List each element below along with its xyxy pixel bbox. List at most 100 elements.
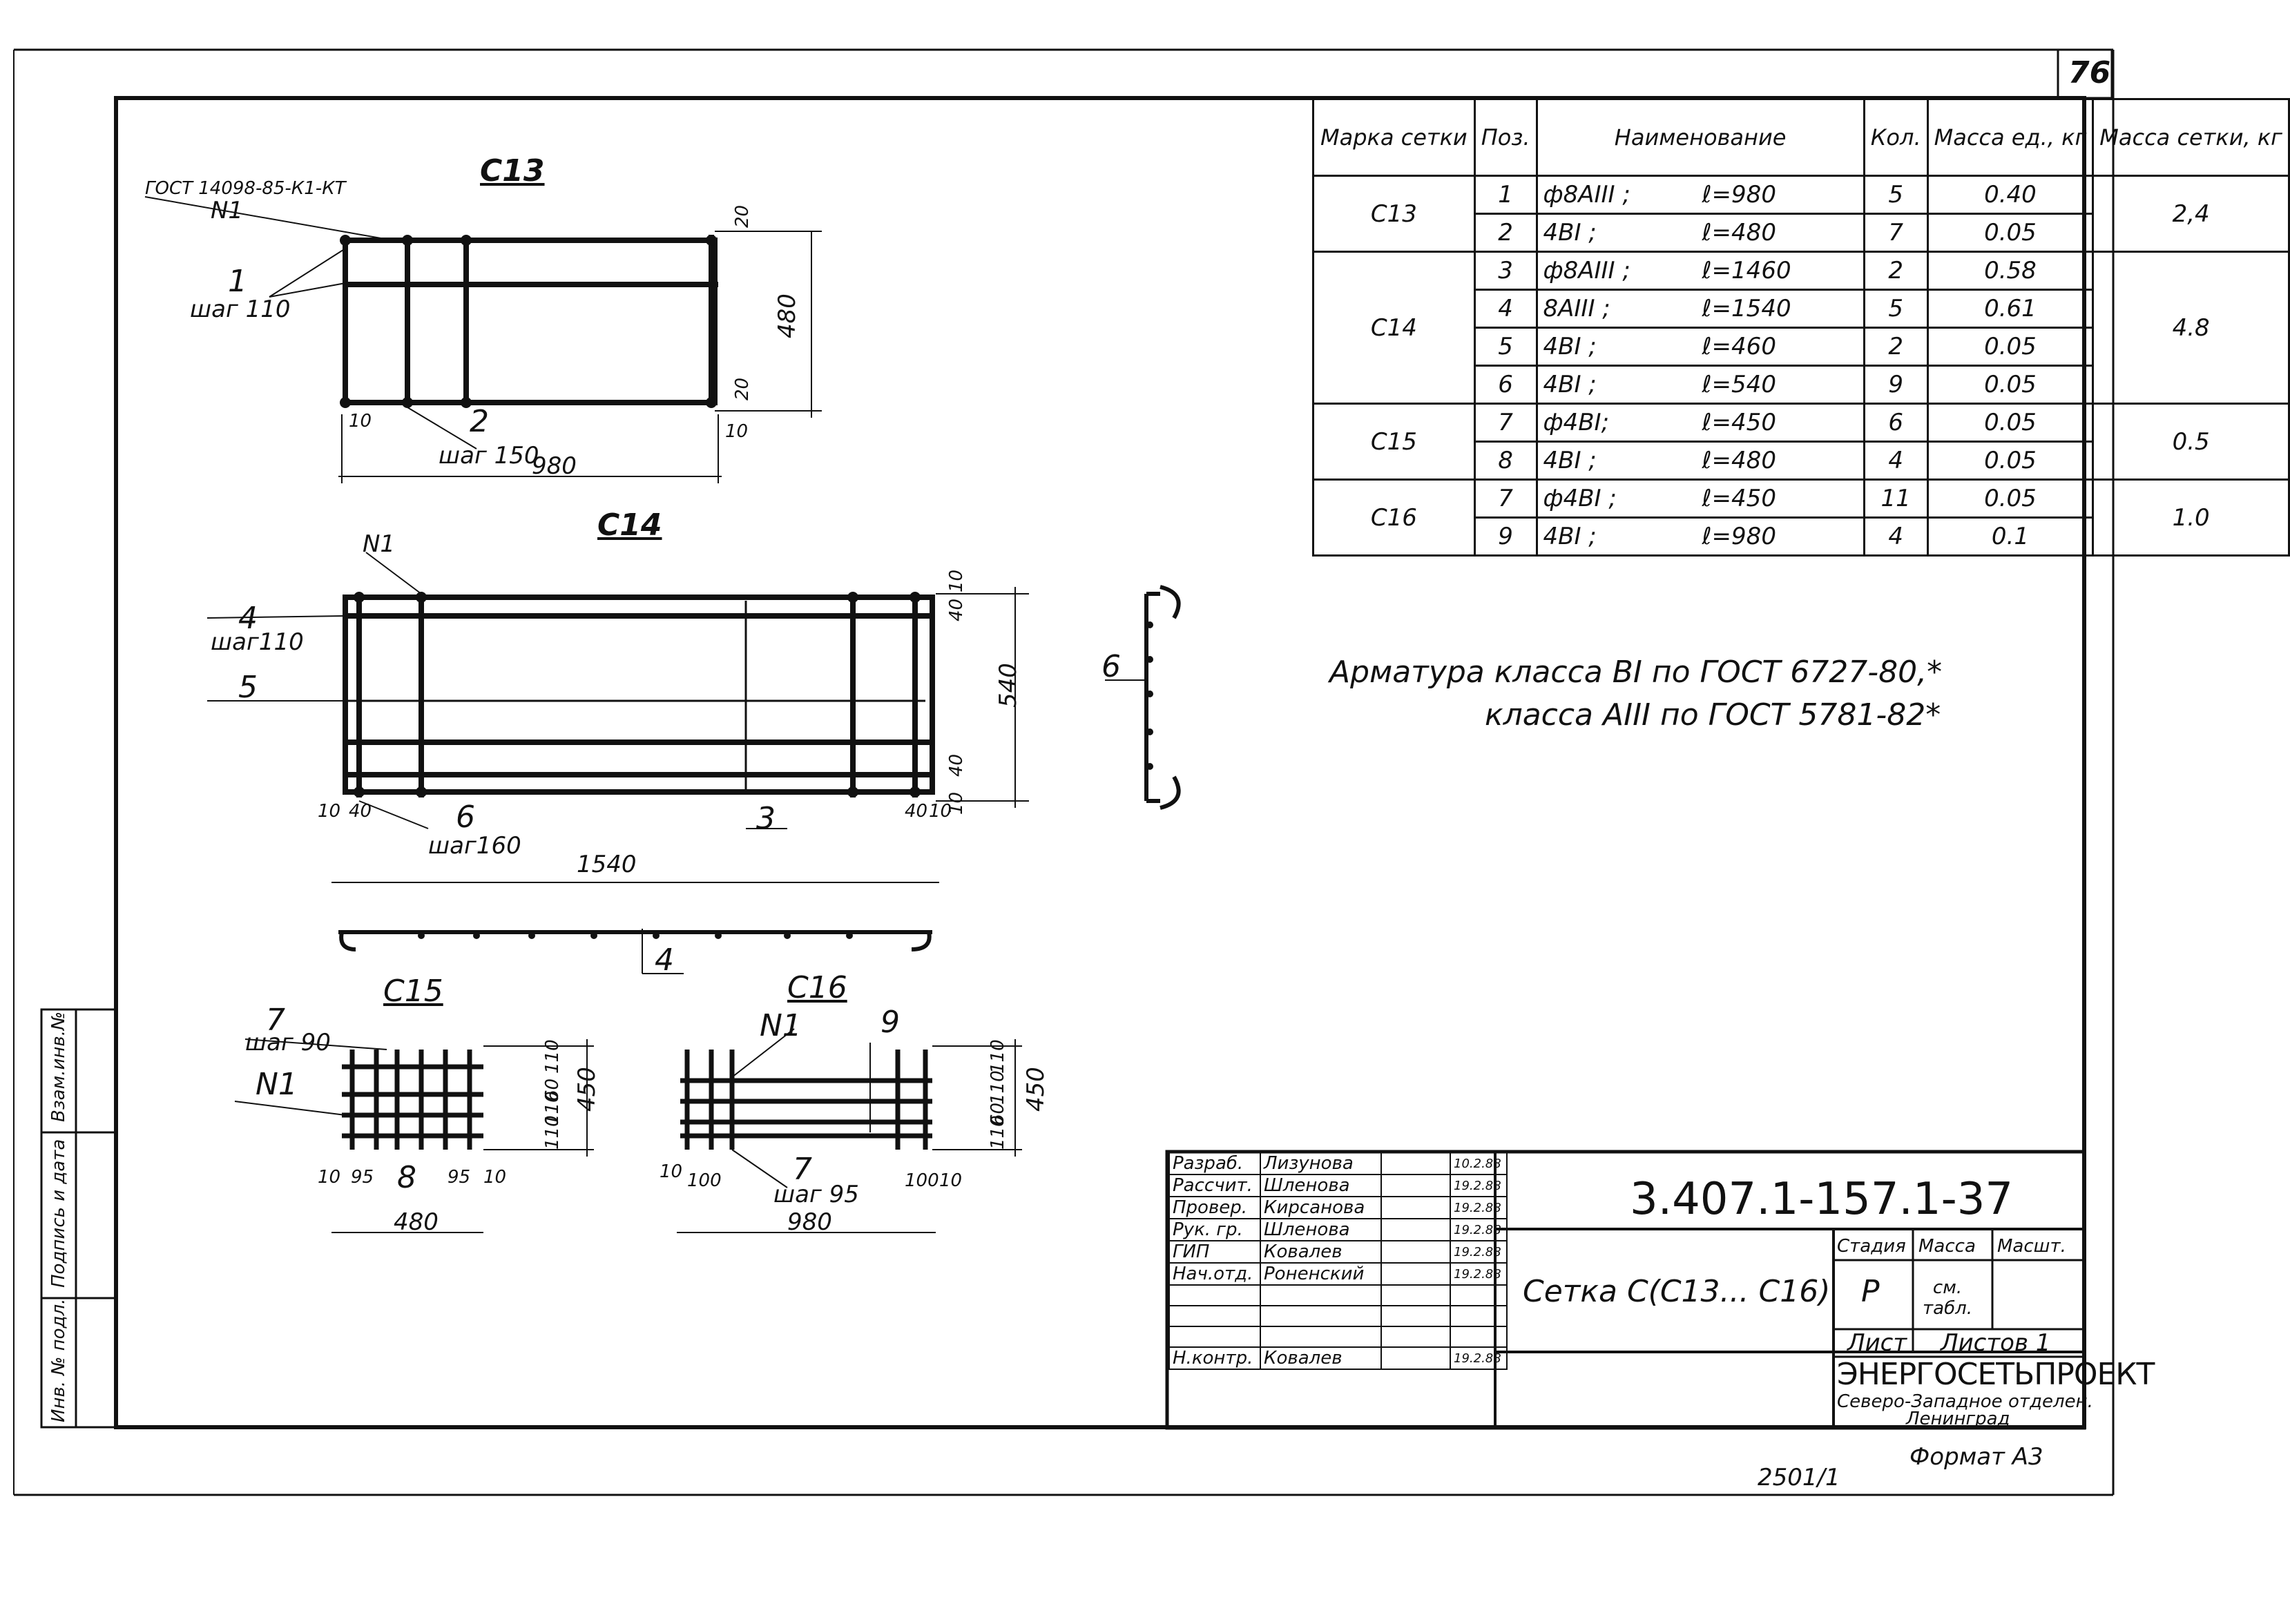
- c16-dim-10-left: 10: [660, 1161, 683, 1182]
- c14-dim-40-bottom: 40: [946, 753, 967, 777]
- spec-qty: 2: [1863, 327, 1929, 367]
- spec-name-cell: 4ВI ;ℓ=480: [1535, 441, 1865, 481]
- spec-name-cell: 4ВI ;ℓ=540: [1535, 365, 1865, 405]
- spec-pos: 5: [1473, 327, 1538, 367]
- spec-qty: 11: [1863, 478, 1929, 519]
- spec-length: ℓ=450: [1702, 485, 1776, 512]
- side-stamp-inventory: Инв. № подл.: [48, 1298, 69, 1422]
- c16-label: С16: [787, 970, 847, 1005]
- c13-label: С13: [480, 153, 545, 188]
- signature-sign: [1380, 1240, 1451, 1264]
- side-stamp: [40, 1008, 117, 1429]
- spec-length: ℓ=980: [1702, 181, 1776, 209]
- c13-pos2: 2: [470, 404, 489, 439]
- c13-gost: ГОСТ 14098-85-К1-КТ: [145, 178, 346, 199]
- c13-pos1-step: шаг 110: [190, 296, 291, 323]
- signature-sign: [1380, 1284, 1451, 1306]
- c13-dim-10-right: 10: [725, 421, 749, 442]
- spec-header-row: Марка сетки Поз. Наименование Кол. Масса…: [1312, 98, 2290, 177]
- spec-unit-mass: 0.05: [1926, 213, 2095, 253]
- spec-name-cell: 4ВI ;ℓ=480: [1535, 213, 1865, 253]
- sheet-frame: [13, 48, 2115, 1496]
- signature-name: Кирсанова: [1260, 1196, 1382, 1219]
- spec-pos: 2: [1473, 213, 1538, 253]
- note-line-2: класса АIII по ГОСТ 5781-82*: [1485, 697, 1941, 733]
- signature-date: 19.2.88: [1450, 1240, 1508, 1264]
- signature-row: [1168, 1326, 1508, 1348]
- c15-pos7-step: шаг 90: [245, 1029, 331, 1056]
- signature-sign: [1380, 1326, 1451, 1348]
- spec-name-cell: ф8АIII ;ℓ=980: [1535, 175, 1865, 215]
- signature-role: Нач.отд.: [1168, 1262, 1261, 1286]
- org-city: Ленинград: [1906, 1409, 2010, 1429]
- signature-role: [1168, 1284, 1261, 1306]
- spec-unit-mass: 0.05: [1926, 441, 2095, 481]
- c14-dim-10-right: 10: [929, 801, 952, 822]
- signature-date: [1450, 1305, 1508, 1327]
- mass-value: см. табл.: [1923, 1277, 1972, 1319]
- c14-dim-10-top: 10: [946, 569, 967, 592]
- mesh-c14-drawing: [206, 552, 1181, 974]
- c14-pos3: 3: [756, 801, 776, 836]
- c16-dim-100-right: 100: [905, 1170, 939, 1191]
- c14-dim-40-left: 40: [349, 801, 372, 822]
- c15-length: 480: [394, 1208, 439, 1236]
- c13-length: 980: [532, 452, 577, 480]
- signature-name: [1260, 1284, 1382, 1306]
- spec-pos: 6: [1473, 365, 1538, 405]
- mesh-c13-nodes: [340, 235, 717, 408]
- c13-height: 480: [773, 293, 801, 338]
- c15-dim-10-left: 10: [318, 1167, 341, 1188]
- signature-role: ГИП: [1168, 1240, 1261, 1264]
- drawing-code: 3.407.1-157.1-37: [1630, 1174, 2014, 1225]
- signature-name: [1260, 1305, 1382, 1327]
- signature-date: 19.2.88: [1450, 1196, 1508, 1219]
- org-branch: Северо-Западное отделен.: [1837, 1391, 2093, 1412]
- c13-dim-10-left: 10: [349, 411, 372, 432]
- spec-unit-mass: 0.58: [1926, 251, 2095, 291]
- c15-n1: N1: [256, 1067, 298, 1102]
- spec-unit-mass: 0.05: [1926, 365, 2095, 405]
- signature-role: Провер.: [1168, 1196, 1261, 1219]
- note-line-1: Арматура класса ВI по ГОСТ 6727-80,*: [1329, 655, 1943, 690]
- spec-name-cell: ф4ВI;ℓ=450: [1535, 403, 1865, 443]
- signature-name: Шленова: [1260, 1218, 1382, 1241]
- inventory-code: 2501/1: [1758, 1464, 1840, 1491]
- spec-qty: 4: [1863, 441, 1929, 481]
- spec-name-cell: 4ВI ;ℓ=980: [1535, 516, 1865, 557]
- spec-length: ℓ=540: [1702, 371, 1776, 398]
- spec-header-mark: Марка сетки: [1312, 98, 1476, 177]
- spec-length: ℓ=1540: [1702, 295, 1791, 322]
- c14-bottom-pos4: 4: [655, 942, 674, 978]
- signature-date: 19.2.88: [1450, 1262, 1508, 1286]
- spec-length: ℓ=480: [1702, 447, 1776, 474]
- c15-dim-v1: 110: [542, 1039, 563, 1074]
- spec-header-mesh-mass: Масса сетки, кг: [2092, 98, 2290, 177]
- spec-mesh-mass: 0.5: [2092, 403, 2290, 481]
- spec-qty: 5: [1863, 289, 1929, 329]
- c13-pos1: 1: [228, 264, 247, 299]
- mesh-c14-nodes: [354, 592, 1153, 939]
- spec-mesh-mass: 2,4: [2092, 175, 2290, 253]
- signature-sign: [1380, 1196, 1451, 1219]
- signature-role: Рук. гр.: [1168, 1218, 1261, 1241]
- c15-dim-95-right: 95: [448, 1167, 471, 1188]
- signature-sign: [1380, 1262, 1451, 1286]
- c16-dim-v2: 110: [988, 1070, 1008, 1105]
- spec-qty: 5: [1863, 175, 1929, 215]
- c16-pos7: 7: [793, 1152, 812, 1187]
- spec-header-unit-mass: Масса ед., кг: [1926, 98, 2095, 177]
- spec-name-cell: ф4ВI ;ℓ=450: [1535, 478, 1865, 519]
- c13-pos2-step: шаг 150: [439, 442, 539, 470]
- c16-n1: N1: [760, 1008, 802, 1043]
- spec-qty: 7: [1863, 213, 1929, 253]
- spec-unit-mass: 0.05: [1926, 403, 2095, 443]
